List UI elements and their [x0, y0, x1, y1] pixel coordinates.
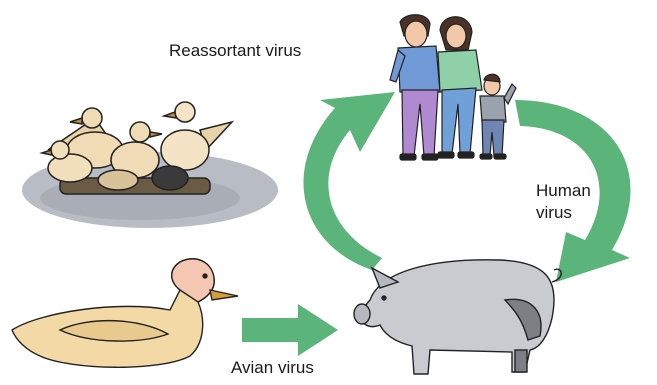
reassortant-virus-label: Reassortant virus [169, 40, 301, 62]
wild-birds-illustration [22, 102, 278, 228]
child-figure [480, 74, 516, 159]
human-virus-label-line1: Human [536, 180, 591, 202]
human-virus-label: Human virus [536, 180, 591, 224]
father-figure [390, 15, 440, 160]
pig-illustration [354, 260, 561, 374]
arrow-duck-to-pig [242, 304, 338, 356]
duck-illustration [12, 259, 238, 367]
arrow-pig-to-humans [304, 92, 395, 270]
human-family-illustration [390, 15, 516, 160]
mother-figure [438, 17, 482, 158]
avian-virus-label: Avian virus [231, 357, 314, 379]
human-virus-label-line2: virus [536, 202, 591, 224]
